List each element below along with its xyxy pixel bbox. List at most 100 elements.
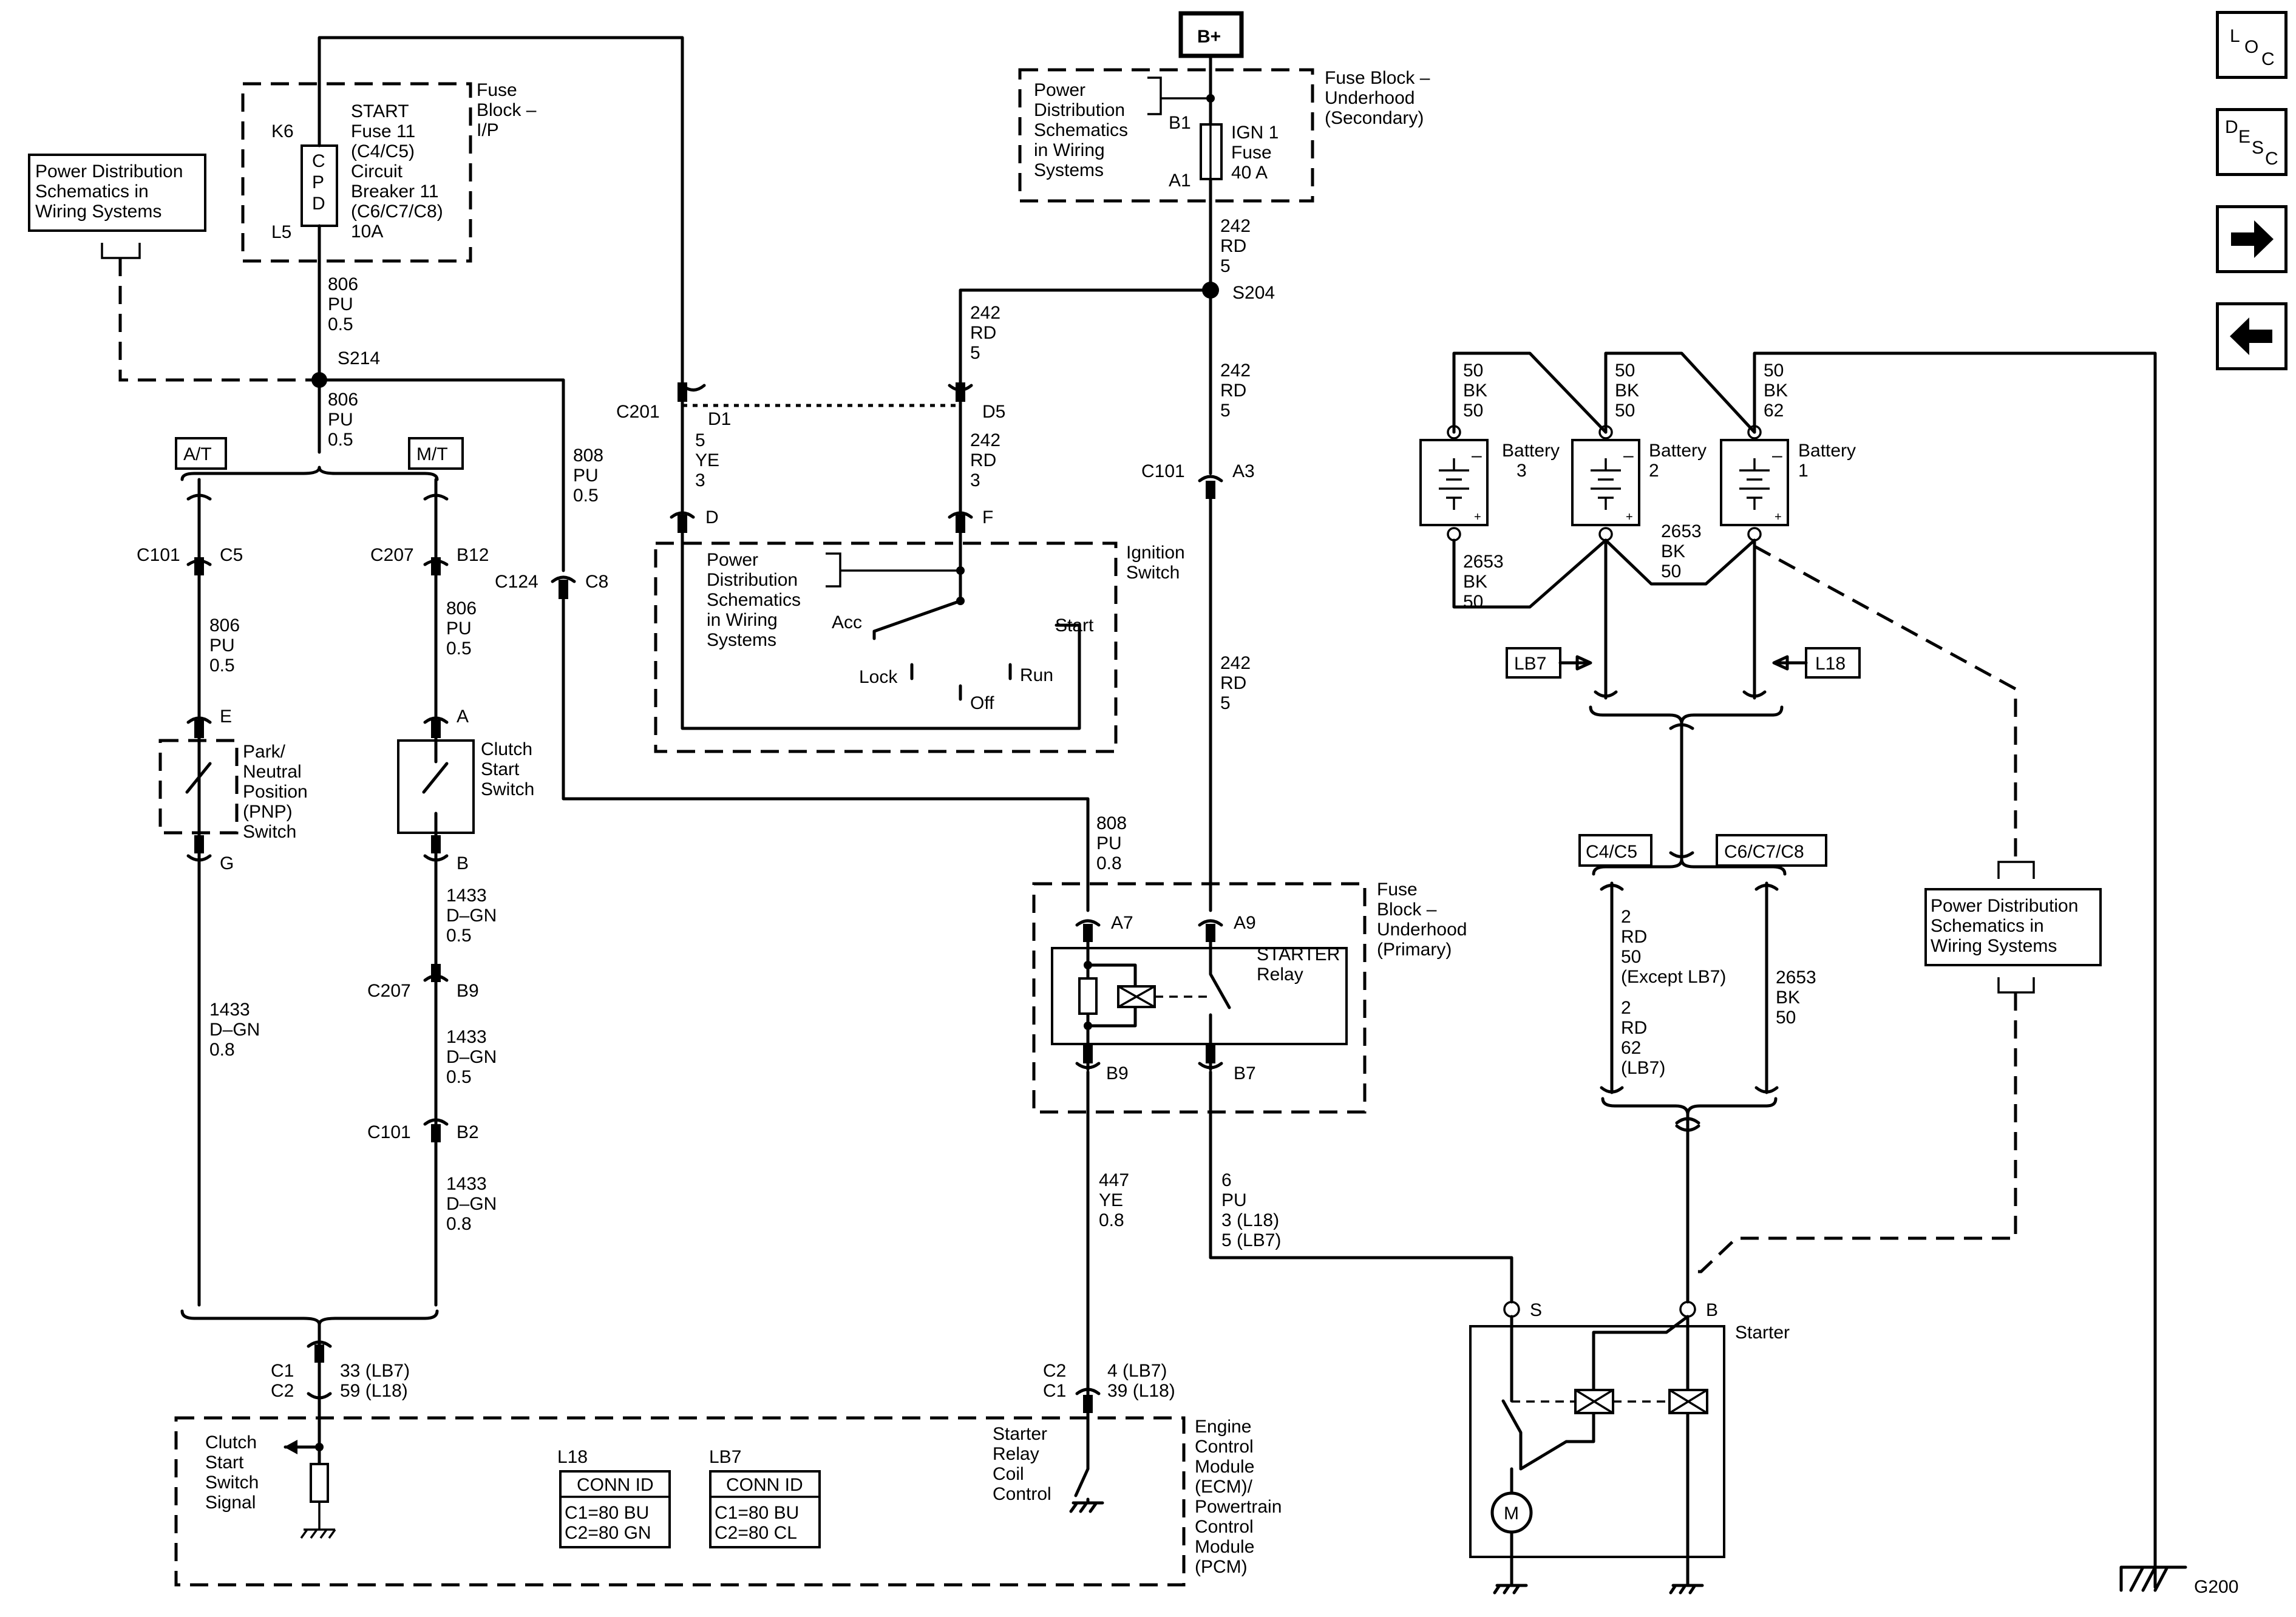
schematic-label: LB7: [1514, 654, 1546, 674]
schematic-label: 0.8: [446, 1214, 472, 1234]
schematic-label: (C4/C5): [351, 141, 415, 161]
schematic-label: 5: [1220, 256, 1231, 276]
schematic-label: 0.8: [1096, 853, 1122, 873]
schematic-label: B9: [457, 981, 479, 1001]
schematic-label: D: [312, 194, 325, 214]
schematic-label: RD: [970, 323, 996, 343]
schematic-label: 0.5: [209, 656, 235, 676]
starter-motor: Starter S B M: [1469, 1300, 1790, 1595]
schematic-label: Control: [1195, 1517, 1254, 1537]
schematic-label: D–GN: [446, 906, 497, 926]
ground-icon: [1493, 1530, 1528, 1595]
schematic-label: C201: [616, 402, 660, 422]
schematic-label: Switch: [243, 822, 296, 842]
schematic-label: RD: [1621, 927, 1647, 947]
schematic-label: Schematics in: [1931, 916, 2044, 936]
schematic-label: 242: [1220, 216, 1251, 236]
schematic-label: 2653: [1776, 968, 1816, 988]
schematic-label: Relay: [993, 1444, 1039, 1464]
schematic-label: (PCM): [1195, 1557, 1248, 1577]
schematic-label: B12: [457, 545, 489, 565]
schematic-label: BK: [1615, 381, 1639, 401]
schematic-label: Block –: [477, 100, 537, 120]
schematic-label: Coil: [993, 1464, 1024, 1484]
battery-bank: 50 BK 50 50 BK 50 50 BK 62 – + Battery 3…: [1419, 351, 2157, 1589]
schematic-label: Switch: [1126, 563, 1180, 583]
wire-808: [318, 378, 565, 572]
schematic-label: 50: [1463, 361, 1483, 381]
schematic-label: 62: [1621, 1038, 1641, 1058]
schematic-label: Circuit: [351, 161, 403, 181]
schematic-label: BK: [1764, 381, 1788, 401]
schematic-label: 3: [695, 470, 705, 490]
arrow-left-icon: [2230, 317, 2272, 355]
schematic-label: Battery: [1798, 441, 1856, 461]
previous-page-button[interactable]: [2216, 302, 2288, 370]
schematic-label: B7: [1234, 1063, 1256, 1083]
schematic-label: –: [1772, 446, 1782, 466]
schematic-label: 2: [1621, 998, 1631, 1018]
schematic-label: Systems: [1034, 160, 1104, 180]
schematic-label: Start: [1055, 615, 1094, 636]
schematic-label: D5: [982, 402, 1005, 422]
next-page-button[interactable]: [2216, 205, 2288, 273]
ecm-pcm-module: Engine Control Module (ECM)/ Powertrain …: [174, 1400, 1282, 1587]
schematic-label: C2=80 GN: [565, 1523, 651, 1543]
schematic-label: PU: [209, 636, 235, 656]
description-button[interactable]: D E S C: [2216, 108, 2288, 176]
loc-letter-l: L: [2230, 26, 2240, 46]
lb7-conn-id: [709, 1470, 821, 1548]
schematic-label: Clutch: [481, 739, 532, 759]
schematic-label: PU: [1221, 1190, 1247, 1210]
schematic-label: I/P: [477, 120, 499, 140]
schematic-label: M: [1504, 1503, 1519, 1524]
schematic-label: B+: [1197, 27, 1221, 47]
schematic-label: Lock: [859, 667, 898, 687]
schematic-label: PU: [328, 294, 353, 314]
schematic-label: PU: [573, 466, 599, 486]
schematic-label: M/T: [416, 444, 448, 464]
schematic-label: Park/: [243, 742, 286, 762]
schematic-label: D: [705, 507, 719, 527]
ignition-switch: Ignition Switch Power Distribution Schem…: [654, 531, 1185, 753]
schematic-label: Position: [243, 782, 308, 802]
schematic-label: Fuse: [477, 80, 517, 100]
schematic-label: 5: [1220, 401, 1231, 421]
schematic-label: 242: [970, 303, 1000, 323]
schematic-label: Engine: [1195, 1417, 1251, 1437]
schematic-label: Schematics: [707, 590, 801, 610]
wire-top-feed: [318, 36, 684, 387]
schematic-label: A: [457, 707, 469, 727]
schematic-label: BK: [1776, 988, 1800, 1008]
schematic-label: C207: [370, 545, 414, 565]
schematic-label: START: [351, 101, 409, 121]
schematic-label: B1: [1169, 113, 1191, 133]
schematic-label: 6: [1221, 1170, 1232, 1190]
schematic-label: 0.8: [209, 1040, 235, 1060]
schematic-label: C101: [367, 1122, 411, 1142]
schematic-label: 4 (LB7): [1107, 1361, 1167, 1381]
schematic-label: +: [1626, 510, 1633, 524]
schematic-label: 5: [970, 343, 980, 363]
mt-tag: [408, 437, 464, 470]
schematic-label: C101: [1141, 461, 1185, 481]
schematic-label: LB7: [709, 1447, 741, 1467]
schematic-label: C8: [585, 572, 608, 592]
location-button[interactable]: L O C: [2216, 11, 2288, 79]
schematic-label: +: [1474, 510, 1481, 524]
schematic-label: 806: [209, 615, 240, 636]
schematic-label: G: [220, 853, 234, 873]
schematic-label: Power Distribution: [35, 161, 183, 181]
schematic-label: Starter: [993, 1424, 1047, 1444]
schematic-label: 1433: [446, 1174, 487, 1194]
schematic-label: RD: [1220, 673, 1246, 693]
schematic-label: RD: [970, 450, 996, 470]
schematic-label: YE: [1099, 1190, 1123, 1210]
relay-resistor: [1078, 977, 1098, 1015]
fuse-block-underhood-secondary: Fuse Block – Underhood (Secondary) Power…: [1018, 68, 1430, 203]
schematic-label: STARTER: [1257, 944, 1340, 964]
schematic-label: 0.5: [446, 1067, 472, 1087]
schematic-label: Systems: [707, 630, 776, 650]
schematic-label: Control: [1195, 1437, 1254, 1457]
